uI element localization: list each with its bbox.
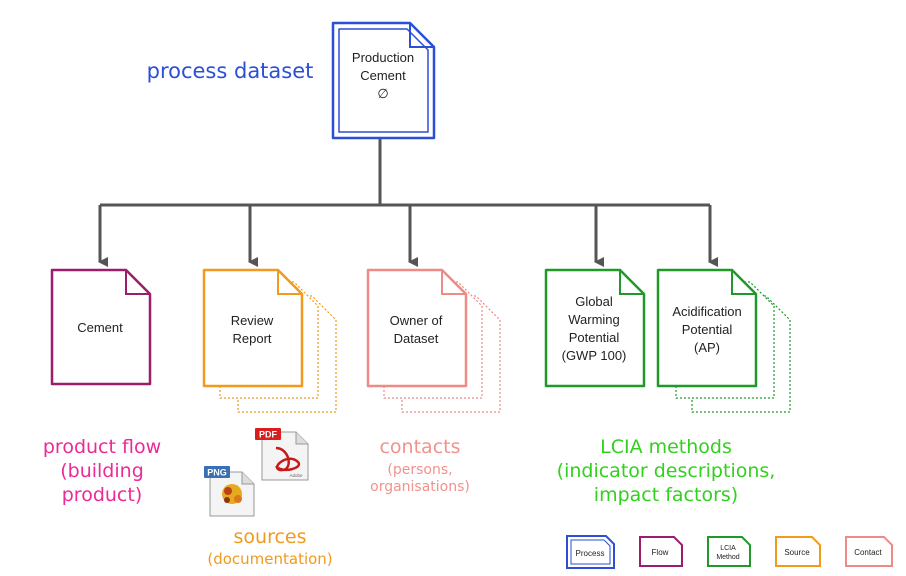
source-doc-line-1: Review [231,313,274,328]
source-label-sub: (documentation) [207,549,333,568]
lcia-label-line-2: (indicator descriptions, [556,459,776,482]
process-document: Production Cement ∅ [331,21,436,140]
process-dataset-label: process dataset [140,58,320,84]
process-doc-line-1: Production [352,50,414,65]
legend-flow: Flow [639,536,683,567]
legend-process-label: Process [576,549,605,558]
process-doc-line-2: Cement [360,68,406,83]
lcia-gwp-line-4: (GWP 100) [562,348,627,363]
process-dataset-text: process dataset [146,59,314,83]
png-file-icon: PNG [204,466,255,517]
source-label: sources (documentation) [192,526,348,569]
lcia-ap-line-1: Acidification [672,304,741,319]
legend-contact: Contact [845,536,893,567]
lcia-ap-line-2: Potential [682,322,733,337]
legend-contact-label: Contact [854,548,882,557]
legend-lcia-label-2: Method [716,554,739,561]
contact-label-sub-1: (persons, [387,461,453,478]
lcia-ap-document-stack: Acidification Potential (AP) [656,268,791,413]
legend-lcia: LCIA Method [707,536,751,567]
lcia-gwp-line-2: Warming [568,312,620,327]
contact-label-main: contacts [379,436,461,458]
contact-document-stack: Owner of Dataset [366,268,501,413]
png-tag: PNG [207,468,227,478]
process-doc-line-3: ∅ [377,86,388,101]
legend: Process Flow LCIA Method Source Contact [566,535,893,569]
flow-label-line-1: product flow [42,436,162,458]
flow-label: product flow (building product) [22,436,182,507]
legend-source-label: Source [784,548,810,557]
lcia-gwp-line-3: Potential [569,330,620,345]
legend-source: Source [775,536,821,567]
contact-label-sub-2: organisations) [370,479,470,496]
lcia-gwp-document: Global Warming Potential (GWP 100) [544,268,646,388]
connector-lines [98,138,718,267]
legend-flow-label: Flow [652,548,669,557]
contact-doc-line-2: Dataset [394,331,439,346]
legend-lcia-label-1: LCIA [720,545,736,552]
pdf-sub: Adobe [289,473,303,478]
source-label-main: sources [233,526,307,548]
lcia-gwp-line-1: Global [575,294,613,309]
flow-document: Cement [50,268,152,386]
flow-doc-line-1: Cement [77,320,123,335]
legend-process: Process [566,535,615,569]
source-doc-line-2: Report [232,331,271,346]
lcia-label-line-3: impact factors) [593,483,739,506]
flow-label-line-3: product) [61,483,143,506]
pdf-file-icon: PDF Adobe [255,428,309,481]
pdf-tag: PDF [259,430,278,440]
contact-doc-line-1: Owner of [390,313,443,328]
source-document-stack: Review Report [202,268,337,413]
lcia-ap-line-3: (AP) [694,340,720,355]
contact-label: contacts (persons, organisations) [346,436,494,497]
lcia-label: LCIA methods (indicator descriptions, im… [536,436,796,507]
lcia-label-line-1: LCIA methods [600,436,732,458]
flow-label-line-2: (building [60,459,144,482]
